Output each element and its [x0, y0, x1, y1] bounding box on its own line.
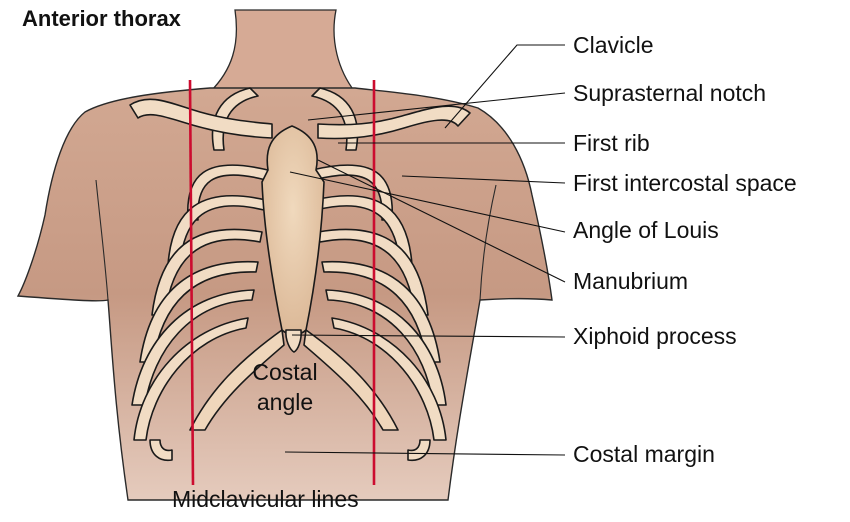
label-costal-angle: Costal angle: [240, 357, 330, 417]
diagram-title: Anterior thorax: [22, 6, 181, 31]
label-first-intercostal-space: First intercostal space: [573, 170, 797, 196]
label-costal-margin: Costal margin: [573, 441, 715, 467]
label-manubrium: Manubrium: [573, 268, 689, 294]
label-suprasternal-notch: Suprasternal notch: [573, 80, 767, 106]
midclavicular-line-left: [188, 79, 195, 486]
label-first-rib: First rib: [573, 130, 650, 156]
label-clavicle: Clavicle: [573, 32, 654, 58]
costal-angle-line2: angle: [256, 389, 314, 415]
label-angle-of-louis: Angle of Louis: [573, 217, 719, 243]
label-midclavicular-lines: Midclavicular lines: [172, 486, 359, 512]
label-xiphoid-process: Xiphoid process: [573, 323, 737, 349]
neck: [208, 9, 357, 93]
sternum: [261, 125, 325, 336]
costal-angle-line1: Costal: [252, 359, 318, 385]
leader-lines: [284, 44, 566, 456]
